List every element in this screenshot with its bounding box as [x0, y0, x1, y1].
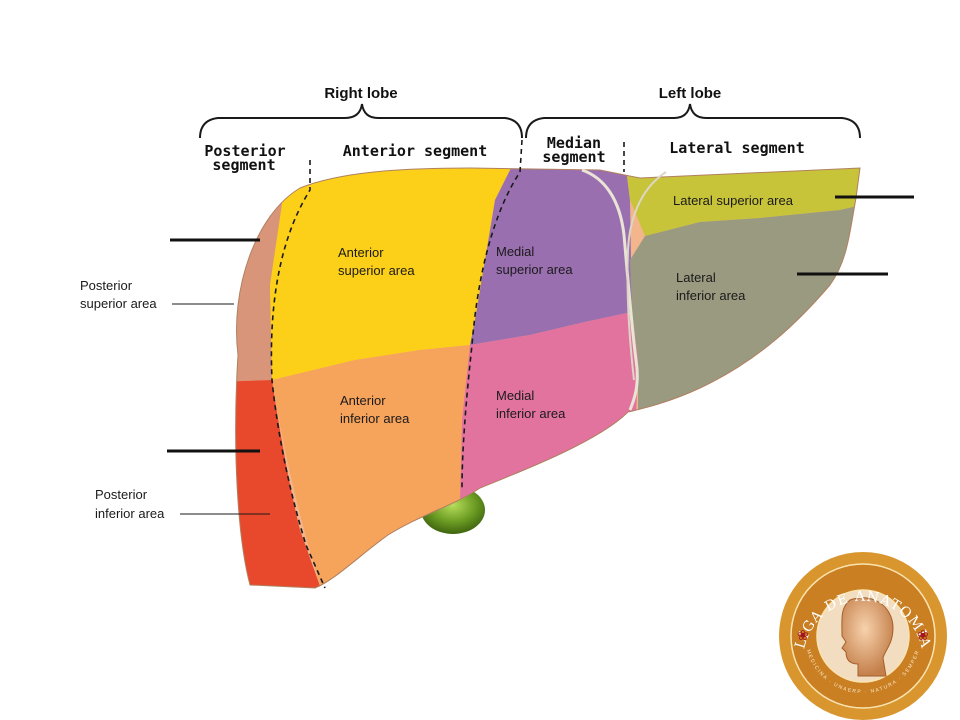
- medial-superior-label-line1: Medial: [496, 244, 534, 259]
- left-lobe-brace: [525, 103, 861, 139]
- medial-superior-region: [470, 168, 632, 345]
- lateral-inferior-region: [630, 196, 860, 460]
- lateral-superior-region: [625, 168, 860, 236]
- anterior-superior-label-line2: superior area: [338, 263, 415, 278]
- posterior-superior-label-line2: superior area: [80, 296, 157, 311]
- posterior-inferior-label-line1: Posterior: [95, 487, 148, 502]
- anterior-inferior-label-line1: Anterior: [340, 393, 386, 408]
- anterior-superior-label-line1: Anterior: [338, 245, 384, 260]
- ligament-strand: [626, 171, 667, 381]
- right-lobe-title: Right lobe: [324, 85, 397, 102]
- posterior-segment-title-line1: Posterior: [204, 142, 285, 160]
- liver-outline: [235, 167, 861, 589]
- median-segment-title-line2: segment: [542, 148, 605, 166]
- medial-inferior-label-line1: Medial: [496, 388, 534, 403]
- anterior-segment-title: Anterior segment: [343, 142, 488, 160]
- posterior-segment-title-line2: segment: [212, 156, 275, 174]
- lateral-superior-label: Lateral superior area: [673, 193, 794, 208]
- segment-boundaries: [270, 139, 625, 589]
- medial-inferior-label-line2: inferior area: [496, 406, 566, 421]
- posterior-inferior-label-line2: inferior area: [95, 506, 165, 521]
- left-lobe-title: Left lobe: [659, 85, 722, 102]
- posterior-superior-region: [235, 168, 310, 390]
- anterior-median-boundary: [461, 139, 523, 489]
- logo-right-ornament-icon: ❀: [917, 628, 929, 644]
- falciform-ligament: [581, 168, 639, 411]
- posterior-superior-label-line1: Posterior: [80, 278, 133, 293]
- anatomy-head-icon: [841, 597, 894, 677]
- lobe-braces: [199, 103, 861, 139]
- pointer-lines: [167, 195, 914, 453]
- lateral-segment-title: Lateral segment: [669, 139, 804, 157]
- logo-left-ornament-icon: ❀: [797, 628, 809, 644]
- lateral-inferior-label-line2: inferior area: [676, 288, 746, 303]
- median-segment-title-line1: Median: [547, 134, 601, 152]
- liga-anatomia-logo: LIGA DE ANATOMIA MEDICINA · UNAERP · NAT…: [779, 552, 947, 720]
- right-lobe-brace: [199, 103, 523, 139]
- posterior-anterior-boundary: [270, 160, 326, 589]
- anterior-superior-region: [270, 168, 520, 380]
- posterior-inferior-region: [235, 380, 325, 588]
- anterior-inferior-label-line2: inferior area: [340, 411, 410, 426]
- medial-superior-label-line2: superior area: [496, 262, 573, 277]
- lateral-inferior-label-line1: Lateral: [676, 270, 716, 285]
